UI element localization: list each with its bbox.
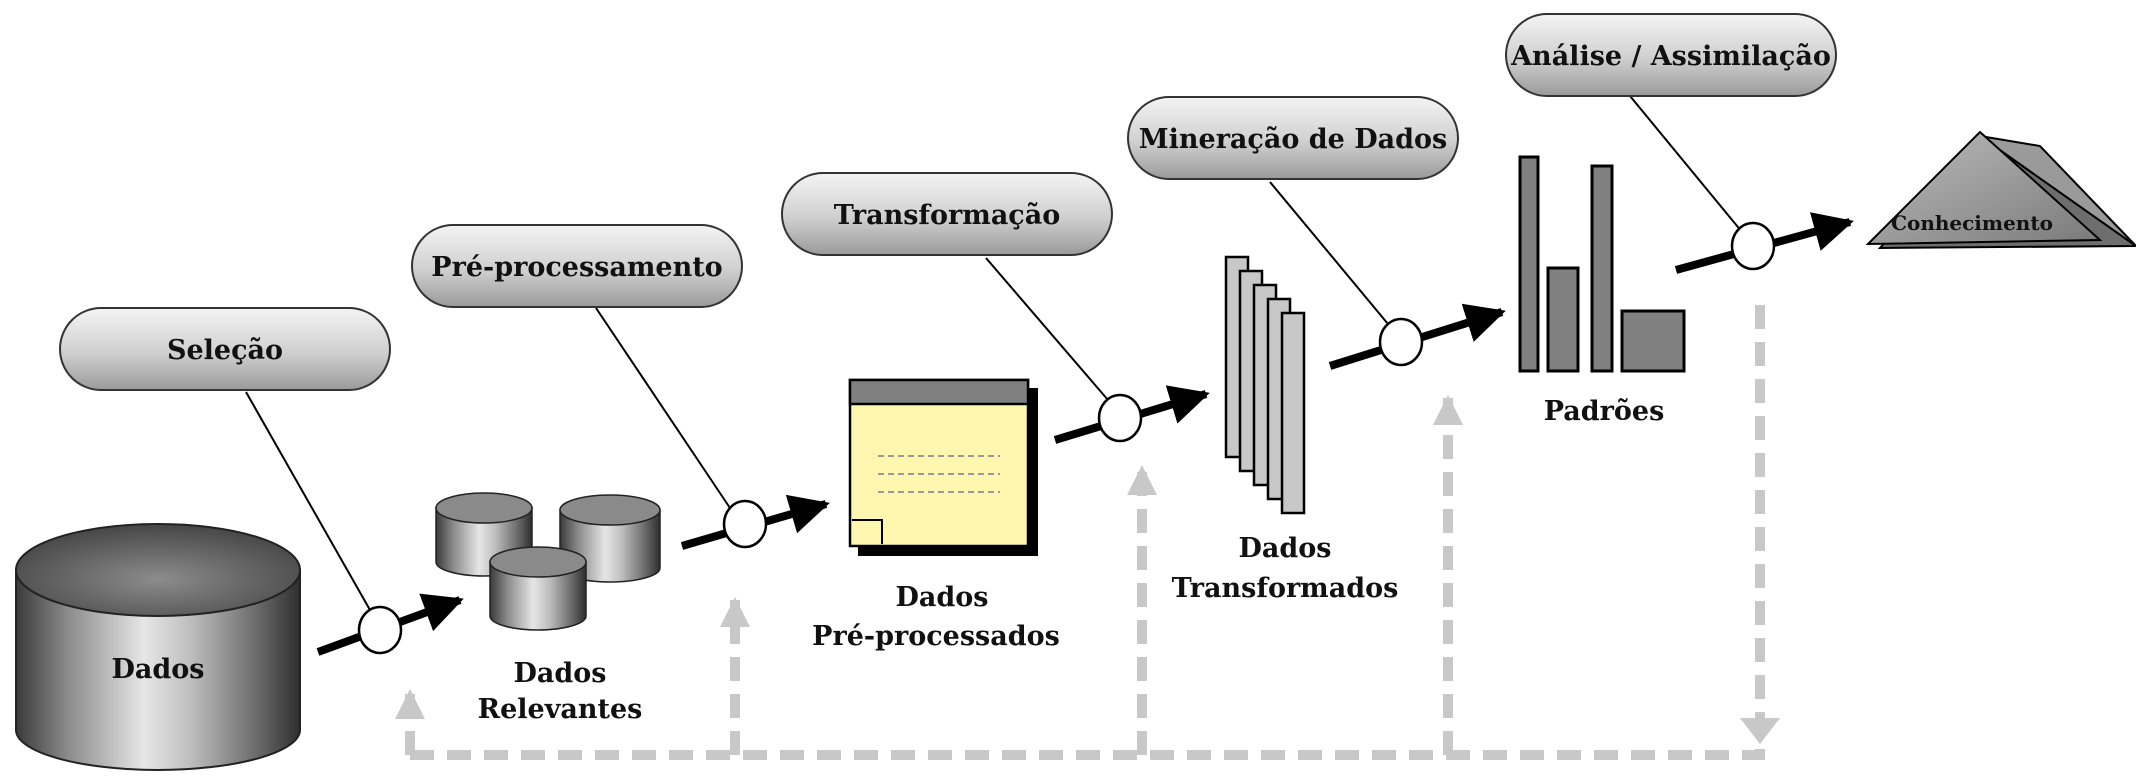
step-pill bbox=[1505, 13, 1837, 97]
dados-preprocessados-label-1: Dados bbox=[896, 582, 989, 613]
feedback-baseline bbox=[410, 296, 1765, 760]
step-label: Mineração de Dados bbox=[1139, 124, 1447, 155]
dados-relevantes-label-2: Relevantes bbox=[478, 694, 643, 725]
conhecimento-pyramid-icon: Conhecimento bbox=[1865, 130, 2136, 250]
dados-transformados-label-2: Transformados bbox=[1172, 573, 1399, 604]
marker-circle bbox=[1097, 393, 1143, 443]
marker-circle bbox=[1378, 317, 1424, 367]
step-transformacao: Transformação bbox=[781, 172, 1113, 256]
step-label: Seleção bbox=[167, 335, 283, 366]
dados-database-icon: Dados bbox=[15, 523, 301, 771]
step-preprocessamento: Pré-processamento bbox=[411, 224, 743, 308]
padroes-icon bbox=[1518, 155, 1686, 373]
dados-transformados-label-1: Dados bbox=[1239, 533, 1332, 564]
step-pill bbox=[59, 307, 391, 391]
marker-circle bbox=[357, 605, 403, 655]
dados-transformados-icon bbox=[1224, 255, 1306, 515]
step-selecao: Seleção bbox=[59, 307, 391, 391]
dados-preprocessados-icon: Dados Pré-processados bbox=[812, 378, 1060, 652]
step-label: Transformação bbox=[834, 200, 1061, 231]
dados-label: Dados bbox=[112, 654, 205, 685]
dados-relevantes-icon: Dados Relevantes bbox=[435, 492, 661, 725]
feedback-arrowhead-down bbox=[1740, 718, 1780, 744]
step-label: Pré-processamento bbox=[431, 252, 722, 283]
marker-circle bbox=[1730, 221, 1776, 271]
conhecimento-label: Conhecimento bbox=[1891, 211, 2053, 235]
dados-relevantes-label-1: Dados bbox=[514, 658, 607, 689]
step-label: Análise / Assimilação bbox=[1510, 41, 1831, 72]
callout-lines bbox=[245, 95, 1743, 611]
step-analise: Análise / Assimilação bbox=[1505, 13, 1837, 97]
marker-circle bbox=[722, 499, 768, 549]
dados-preprocessados-label-2: Pré-processados bbox=[812, 621, 1060, 652]
cylinder-icon bbox=[489, 546, 587, 631]
step-mineracao: Mineração de Dados bbox=[1127, 96, 1459, 180]
step-markers bbox=[357, 221, 1776, 655]
step-pill bbox=[1127, 96, 1459, 180]
step-pill bbox=[411, 224, 743, 308]
feedback-loop bbox=[395, 296, 1765, 760]
step-pill bbox=[781, 172, 1113, 256]
padroes-label: Padrões bbox=[1544, 396, 1665, 427]
